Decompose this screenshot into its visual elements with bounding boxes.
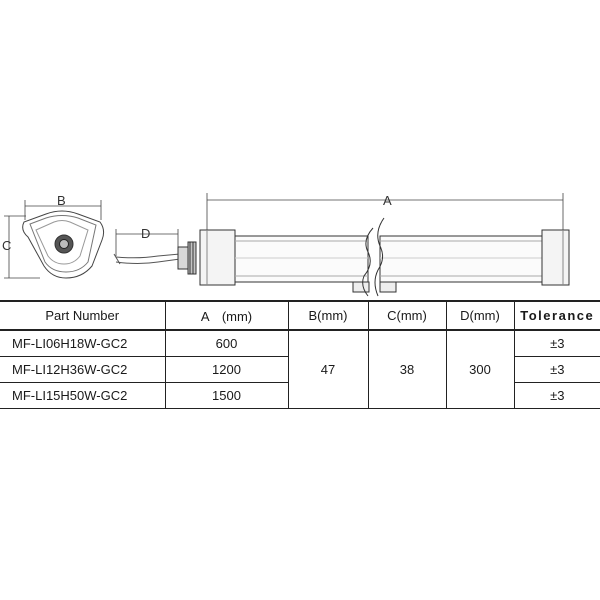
header-c: C(mm) bbox=[367, 300, 447, 331]
spec-table: Part Number A (mm) B(mm) C(mm) D(mm) Tol… bbox=[0, 300, 600, 409]
part-number-cell: MF-LI15H50W-GC2 bbox=[0, 381, 166, 409]
cross-section-view bbox=[22, 210, 105, 279]
tube-body bbox=[199, 229, 570, 293]
table-row: MF-LI15H50W-GC2 1500 ±3 bbox=[0, 381, 600, 409]
a-value-cell: 1200 bbox=[164, 355, 289, 383]
c-value-cell: 38 bbox=[367, 329, 447, 409]
header-b: B(mm) bbox=[287, 300, 369, 331]
part-number-cell: MF-LI12H36W-GC2 bbox=[0, 355, 166, 383]
technical-drawing: B C D bbox=[2, 193, 570, 297]
dimension-c bbox=[4, 215, 40, 279]
table-header-row: Part Number A (mm) B(mm) C(mm) D(mm) Tol… bbox=[0, 300, 600, 331]
b-value-cell: 47 bbox=[287, 329, 369, 409]
dimension-b bbox=[24, 200, 102, 220]
header-part-number: Part Number bbox=[0, 300, 166, 331]
table-row: MF-LI06H18W-GC2 600 47 38 300 ±3 bbox=[0, 329, 600, 409]
dimension-a bbox=[206, 193, 564, 230]
tolerance-cell: ±3 bbox=[513, 355, 600, 383]
label-c: C bbox=[2, 238, 11, 253]
header-tolerance: Tolerance bbox=[513, 300, 600, 331]
a-value-cell: 1500 bbox=[164, 381, 289, 409]
cable-gland bbox=[177, 241, 197, 275]
a-value-cell: 600 bbox=[164, 329, 289, 357]
header-d: D(mm) bbox=[445, 300, 515, 331]
tolerance-cell: ±3 bbox=[513, 329, 600, 357]
label-a: A bbox=[383, 193, 392, 208]
label-b: B bbox=[57, 193, 66, 208]
cable bbox=[113, 253, 181, 265]
label-d: D bbox=[141, 226, 150, 241]
tolerance-cell: ±3 bbox=[513, 381, 600, 409]
part-number-cell: MF-LI06H18W-GC2 bbox=[0, 329, 166, 357]
header-a: A (mm) bbox=[164, 300, 289, 331]
break-symbol bbox=[362, 217, 385, 297]
d-value-cell: 300 bbox=[445, 329, 515, 409]
